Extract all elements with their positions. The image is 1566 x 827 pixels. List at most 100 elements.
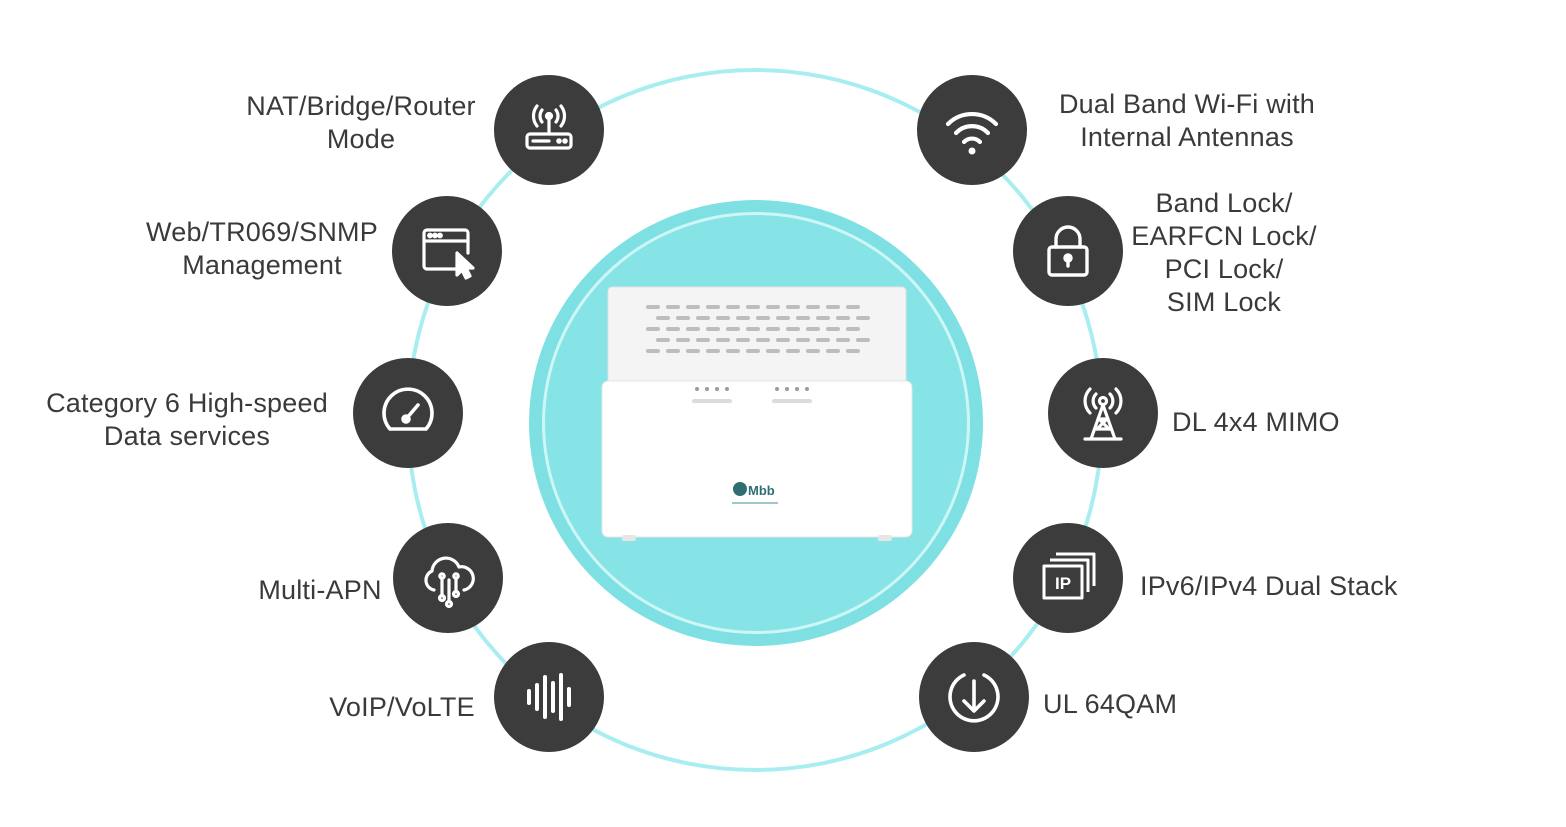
vent-slot	[686, 327, 700, 331]
vent-slot	[646, 327, 660, 331]
label-line: SIM Lock	[1166, 287, 1282, 317]
mimo-node	[1048, 358, 1158, 468]
vent-slot	[736, 316, 750, 320]
vent-slot	[846, 327, 860, 331]
label-line: VoIP/VoLTE	[329, 692, 475, 722]
vent-slot	[656, 316, 670, 320]
vent-slot	[726, 349, 740, 353]
feature-label-management: Web/TR069/SNMP Management	[140, 216, 384, 282]
feature-label-mimo: DL 4x4 MIMO	[1172, 406, 1372, 439]
vent-slot	[696, 316, 710, 320]
vent-slot	[666, 349, 680, 353]
vent-slot	[806, 327, 820, 331]
management-node	[392, 196, 502, 306]
vent-slot	[786, 349, 800, 353]
label-line: UL 64QAM	[1043, 689, 1178, 719]
device-logo: Mbb	[748, 483, 775, 498]
wifi-node	[917, 75, 1027, 185]
vent-slot	[746, 327, 760, 331]
vent-slot	[726, 327, 740, 331]
vent-slot	[846, 305, 860, 309]
feature-label-multi-apn: Multi-APN	[250, 574, 390, 607]
ip-stack-node: IP	[1013, 523, 1123, 633]
wifi-icon	[945, 112, 999, 155]
vent-slot	[816, 316, 830, 320]
antenna-tower-icon	[1083, 387, 1123, 441]
vent-slot	[746, 349, 760, 353]
feature-label-wifi: Dual Band Wi-Fi with Internal Antennas	[1040, 88, 1334, 154]
vent-slot	[706, 305, 720, 309]
vent-slot	[656, 338, 670, 342]
vent-slot	[776, 338, 790, 342]
label-line: Band Lock/	[1155, 188, 1293, 218]
vent-slot	[766, 305, 780, 309]
vent-slot	[716, 338, 730, 342]
lock-node	[1013, 196, 1123, 306]
sound-wave-icon	[527, 673, 571, 721]
label-line: Management	[182, 250, 342, 280]
label-line: Dual Band Wi-Fi with	[1058, 89, 1316, 119]
padlock-icon	[1047, 225, 1089, 277]
vent-slot	[856, 338, 870, 342]
router-device: Mbb	[600, 285, 914, 543]
vent-slot	[756, 316, 770, 320]
label-line: EARFCN Lock/	[1131, 221, 1317, 251]
vent-slot	[646, 305, 660, 309]
voip-node	[494, 642, 604, 752]
vent-slot	[756, 338, 770, 342]
vent-slot	[806, 305, 820, 309]
vent-slot	[706, 327, 720, 331]
vent-slot	[826, 349, 840, 353]
svg-text:IP: IP	[1055, 574, 1071, 593]
vent-slot	[836, 338, 850, 342]
data-services-node	[353, 358, 463, 468]
vent-slot	[746, 305, 760, 309]
vent-slot	[836, 316, 850, 320]
label-line: DL 4x4 MIMO	[1172, 407, 1340, 437]
vent-slot	[736, 338, 750, 342]
vent-slot	[826, 305, 840, 309]
label-line: Internal Antennas	[1080, 122, 1294, 152]
vent-slot	[806, 349, 820, 353]
vent-slot	[676, 338, 690, 342]
vent-slot	[786, 305, 800, 309]
label-line: Data services	[103, 421, 271, 451]
vent-slot	[846, 349, 860, 353]
vent-slot	[776, 316, 790, 320]
cloud-network-icon	[424, 556, 475, 609]
label-line: Web/TR069/SNMP	[146, 217, 378, 247]
label-line: NAT/Bridge/Router	[246, 91, 476, 121]
feature-label-ul-64qam: UL 64QAM	[1043, 688, 1203, 721]
feature-label-router-mode: NAT/Bridge/Router Mode	[236, 90, 486, 156]
vent-slot	[666, 327, 680, 331]
browser-cursor-icon	[422, 228, 475, 280]
vent-slot	[696, 338, 710, 342]
router-icon	[525, 104, 573, 150]
label-line: IPv6/IPv4 Dual Stack	[1140, 571, 1398, 601]
vent-slot	[856, 316, 870, 320]
label-line: Multi-APN	[258, 575, 382, 605]
vent-slot	[826, 327, 840, 331]
vent-slot	[796, 338, 810, 342]
vent-slot	[686, 349, 700, 353]
vent-slot	[686, 305, 700, 309]
label-line: Category 6 High-speed	[46, 388, 328, 418]
vent-slot	[796, 316, 810, 320]
vent-slot	[646, 349, 660, 353]
label-line: Mode	[326, 124, 396, 154]
vent-slot	[766, 327, 780, 331]
vent-slot	[666, 305, 680, 309]
download-circle-icon	[948, 673, 1000, 723]
ul-64qam-node	[919, 642, 1029, 752]
feature-label-lock: Band Lock/ EARFCN Lock/ PCI Lock/ SIM Lo…	[1126, 187, 1322, 319]
speedometer-icon	[382, 387, 434, 431]
vent-slot	[766, 349, 780, 353]
vent-slot	[676, 316, 690, 320]
vent-slot	[726, 305, 740, 309]
vent-slot	[786, 327, 800, 331]
feature-label-ip-stack: IPv6/IPv4 Dual Stack	[1140, 570, 1430, 603]
multi-apn-node	[393, 523, 503, 633]
feature-label-voip: VoIP/VoLTE	[322, 691, 482, 724]
label-line: PCI Lock/	[1164, 254, 1284, 284]
